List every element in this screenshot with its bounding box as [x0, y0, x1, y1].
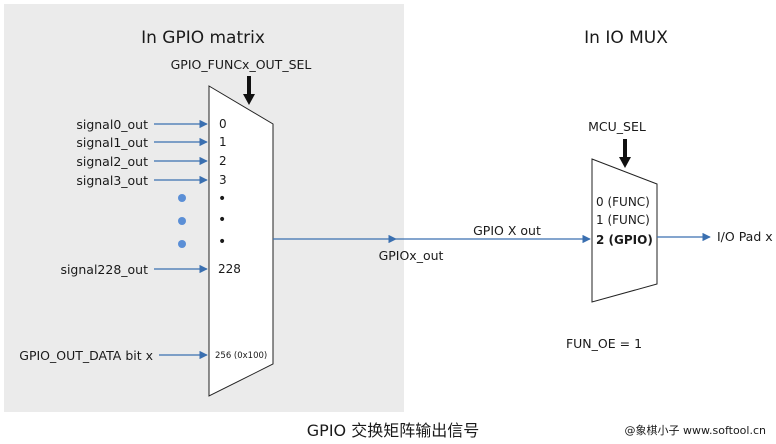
signal-row: signal2_out 2 — [76, 154, 226, 169]
signal-index: 3 — [219, 173, 227, 187]
signal-index: 1 — [219, 135, 227, 149]
gpio-func-sel-label: GPIO_FUNCx_OUT_SEL — [171, 57, 312, 72]
ellipsis-dot — [178, 240, 186, 248]
gpio-sel-arrow — [243, 76, 255, 105]
gpio-x-out-label: GPIO X out — [473, 223, 541, 238]
gpio-matrix-title: In GPIO matrix — [141, 28, 265, 48]
mcu-sel-label: MCU_SEL — [588, 119, 646, 134]
data-bit-index: 256 (0x100) — [215, 351, 267, 361]
signal-row: signal3_out 3 — [76, 173, 226, 188]
data-bit-label: GPIO_OUT_DATA bit x — [19, 348, 153, 363]
signal-label: signal1_out — [76, 135, 148, 150]
ellipsis-dot — [178, 194, 186, 202]
ellipsis-bullet: • — [218, 212, 226, 228]
io-mux-option-selected: 2 (GPIO) — [596, 233, 653, 247]
io-mux-option: 1 (FUNC) — [596, 213, 650, 227]
signal-label: signal0_out — [76, 117, 148, 132]
ellipsis-dot — [178, 217, 186, 225]
watermark: @象棋小子 www.softool.cn — [625, 423, 766, 437]
gpio-matrix-mux — [208, 85, 274, 397]
diagram-caption: GPIO 交换矩阵输出信号 — [307, 421, 479, 440]
io-mux-option: 0 (FUNC) — [596, 195, 650, 209]
signal-label: signal3_out — [76, 173, 148, 188]
signal-index: 0 — [219, 117, 227, 131]
io-mux — [591, 158, 658, 303]
signal-index: 228 — [218, 262, 241, 276]
signal-row: signal1_out 1 — [76, 135, 226, 150]
fun-oe-label: FUN_OE = 1 — [566, 336, 642, 351]
signal-row: signal228_out 228 — [60, 262, 240, 277]
io-mux-title: In IO MUX — [584, 28, 668, 48]
gpio-matrix-panel — [4, 4, 404, 412]
ellipsis-bullet: • — [218, 191, 226, 207]
io-pad-label: I/O Pad x — [717, 229, 773, 244]
signal-index: 2 — [219, 154, 227, 168]
ellipsis-bullet: • — [218, 234, 226, 250]
signal-label: signal228_out — [60, 262, 148, 277]
signal-row: signal0_out 0 — [76, 117, 226, 132]
signal-label: signal2_out — [76, 154, 148, 169]
gpiox-out-label: GPIOx_out — [379, 248, 444, 263]
mcu-sel-arrow — [619, 139, 631, 168]
data-bit-row: GPIO_OUT_DATA bit x 256 (0x100) — [19, 348, 267, 363]
